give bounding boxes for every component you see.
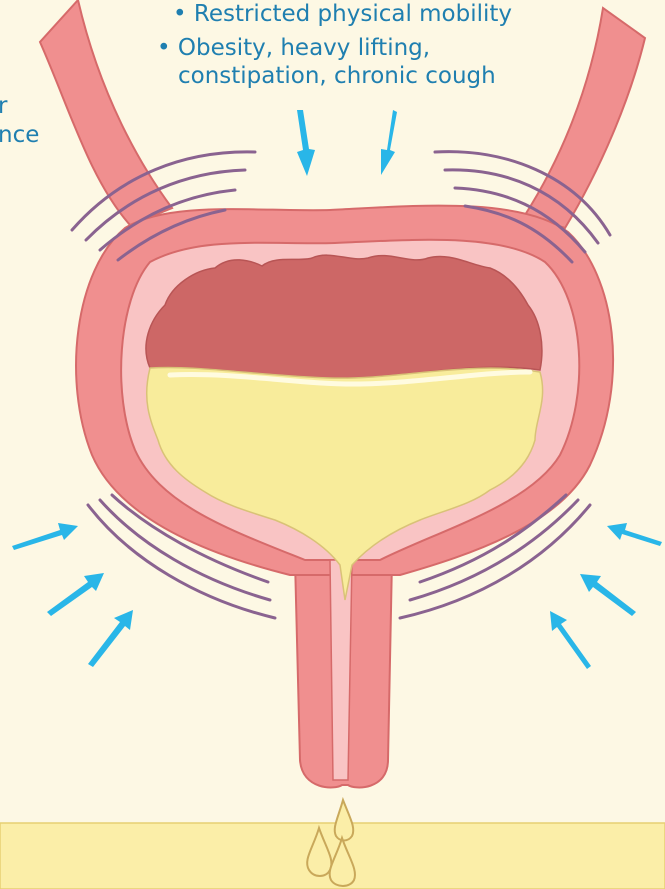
- down-arrow-icon: [381, 110, 397, 175]
- cut-off-label-line2: nce: [0, 121, 39, 149]
- risk-factor-obesity-line1: • Obesity, heavy lifting,: [157, 34, 430, 62]
- urine-drop-icon: [335, 800, 354, 841]
- cut-off-label-line1: r: [0, 92, 7, 120]
- pressure-arrow-icon: [607, 523, 662, 546]
- pressure-arrow-icon: [580, 574, 636, 616]
- pressure-arrow-icon: [12, 523, 78, 550]
- urethra-channel: [330, 560, 352, 780]
- bladder-mucosa: [146, 255, 542, 378]
- pressure-arrow-icon: [88, 610, 133, 667]
- pressure-arrow-icon: [47, 573, 104, 616]
- pressure-arrow-icon: [550, 611, 591, 669]
- right-ureter: [525, 8, 645, 228]
- urine-volume: [147, 367, 543, 600]
- risk-factor-obesity-line2: constipation, chronic cough: [178, 62, 496, 90]
- down-arrow-icon: [297, 110, 315, 176]
- risk-factor-mobility: • Restricted physical mobility: [173, 0, 512, 28]
